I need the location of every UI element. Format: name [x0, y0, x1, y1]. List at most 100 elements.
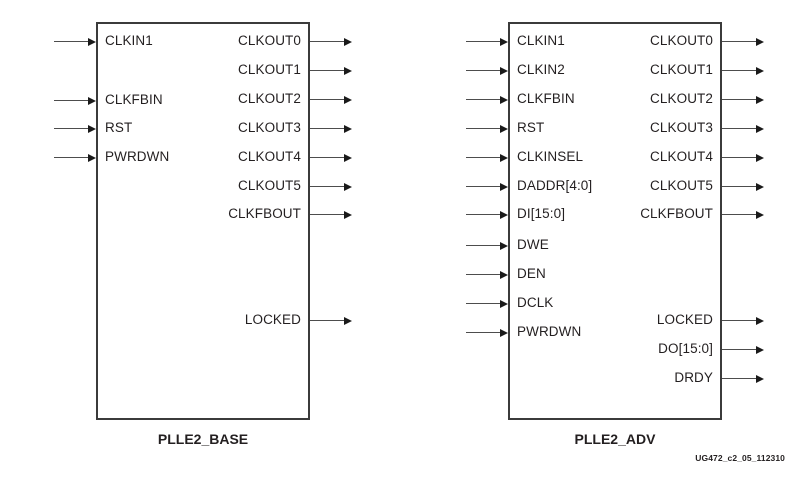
input-pin-label: DEN [517, 266, 546, 281]
output-arrowhead-clkout5 [344, 182, 352, 191]
output-wire-clkout3 [722, 128, 756, 129]
input-pin-label: DI[15:0] [517, 206, 566, 221]
figure-reference-id: UG472_c2_05_112310 [695, 453, 785, 463]
input-wire-daddr[4:0] [466, 186, 500, 187]
output-wire-clkout5 [310, 186, 344, 187]
input-pin-label: DWE [517, 237, 549, 252]
input-pin-label: CLKFBIN [105, 92, 163, 107]
output-pin-label: CLKOUT4 [238, 149, 301, 164]
output-pin-label: DRDY [674, 370, 713, 385]
output-wire-clkout4 [722, 157, 756, 158]
output-pin-label: CLKOUT1 [238, 62, 301, 77]
input-wire-di[15:0] [466, 214, 500, 215]
input-wire-dclk [466, 303, 500, 304]
output-wire-clkout1 [722, 70, 756, 71]
output-wire-clkout3 [310, 128, 344, 129]
output-wire-clkout2 [310, 99, 344, 100]
input-pin-label: PWRDWN [105, 149, 170, 164]
input-pin-label: RST [105, 120, 133, 135]
output-arrowhead-clkout2 [756, 95, 764, 104]
output-arrowhead-clkout3 [756, 124, 764, 133]
input-arrowhead-dwe [500, 241, 508, 250]
output-pin-label: CLKOUT5 [238, 178, 301, 193]
output-arrowhead-locked [344, 316, 352, 325]
input-wire-clkfbin [54, 100, 88, 101]
output-arrowhead-clkout2 [344, 95, 352, 104]
output-arrowhead-clkfbout [344, 210, 352, 219]
output-wire-clkout1 [310, 70, 344, 71]
input-wire-rst [54, 128, 88, 129]
input-pin-label: PWRDWN [517, 324, 582, 339]
input-arrowhead-pwrdwn [88, 153, 96, 162]
input-wire-clkin2 [466, 70, 500, 71]
input-wire-clkfbin [466, 99, 500, 100]
output-wire-do[15:0] [722, 349, 756, 350]
output-wire-clkout0 [310, 41, 344, 42]
output-pin-label: LOCKED [656, 312, 713, 327]
block-caption: PLLE2_ADV [574, 431, 656, 447]
input-pin-label: DCLK [517, 295, 554, 310]
input-pin-label: RST [517, 120, 545, 135]
output-wire-clkout0 [722, 41, 756, 42]
input-pin-label: CLKINSEL [517, 149, 584, 164]
output-arrowhead-clkout3 [344, 124, 352, 133]
output-arrowhead-clkout5 [756, 182, 764, 191]
input-wire-clkinsel [466, 157, 500, 158]
input-arrowhead-clkin1 [88, 37, 96, 46]
output-arrowhead-clkout0 [756, 37, 764, 46]
output-wire-clkfbout [722, 214, 756, 215]
input-wire-rst [466, 128, 500, 129]
output-pin-label: CLKOUT4 [650, 149, 713, 164]
input-arrowhead-den [500, 270, 508, 279]
output-pin-label: CLKOUT2 [650, 91, 713, 106]
input-wire-den [466, 274, 500, 275]
output-arrowhead-clkout1 [756, 66, 764, 75]
input-arrowhead-clkfbin [88, 96, 96, 105]
input-arrowhead-clkin1 [500, 37, 508, 46]
output-arrowhead-locked [756, 316, 764, 325]
output-arrowhead-drdy [756, 374, 764, 383]
input-arrowhead-clkfbin [500, 95, 508, 104]
output-arrowhead-do[15:0] [756, 345, 764, 354]
input-pin-label: CLKIN1 [517, 33, 565, 48]
input-pin-label: CLKIN2 [517, 62, 565, 77]
output-arrowhead-clkfbout [756, 210, 764, 219]
input-wire-clkin1 [466, 41, 500, 42]
input-arrowhead-pwrdwn [500, 328, 508, 337]
input-pin-label: CLKIN1 [105, 33, 153, 48]
input-wire-pwrdwn [466, 332, 500, 333]
output-pin-label: CLKFBOUT [640, 206, 713, 221]
output-wire-clkout5 [722, 186, 756, 187]
input-arrowhead-clkin2 [500, 66, 508, 75]
input-arrowhead-daddr[4:0] [500, 182, 508, 191]
block-caption: PLLE2_BASE [157, 431, 249, 447]
input-pin-label: CLKFBIN [517, 91, 575, 106]
output-wire-clkfbout [310, 214, 344, 215]
input-arrowhead-clkinsel [500, 153, 508, 162]
input-arrowhead-di[15:0] [500, 210, 508, 219]
input-pin-label: DADDR[4:0] [517, 178, 593, 193]
output-arrowhead-clkout4 [344, 153, 352, 162]
input-wire-dwe [466, 245, 500, 246]
input-wire-pwrdwn [54, 157, 88, 158]
block-plle2-adv [508, 22, 722, 420]
block-plle2-base [96, 22, 310, 420]
output-pin-label: CLKOUT0 [650, 33, 713, 48]
output-pin-label: LOCKED [244, 312, 301, 327]
output-wire-locked [722, 320, 756, 321]
output-pin-label: CLKOUT2 [238, 91, 301, 106]
output-wire-drdy [722, 378, 756, 379]
output-pin-label: DO[15:0] [658, 341, 713, 356]
output-pin-label: CLKOUT3 [238, 120, 301, 135]
output-pin-label: CLKFBOUT [228, 206, 301, 221]
output-wire-clkout4 [310, 157, 344, 158]
output-wire-locked [310, 320, 344, 321]
output-arrowhead-clkout0 [344, 37, 352, 46]
output-pin-label: CLKOUT0 [238, 33, 301, 48]
input-arrowhead-dclk [500, 299, 508, 308]
output-pin-label: CLKOUT1 [650, 62, 713, 77]
input-arrowhead-rst [500, 124, 508, 133]
output-pin-label: CLKOUT5 [650, 178, 713, 193]
input-arrowhead-rst [88, 124, 96, 133]
